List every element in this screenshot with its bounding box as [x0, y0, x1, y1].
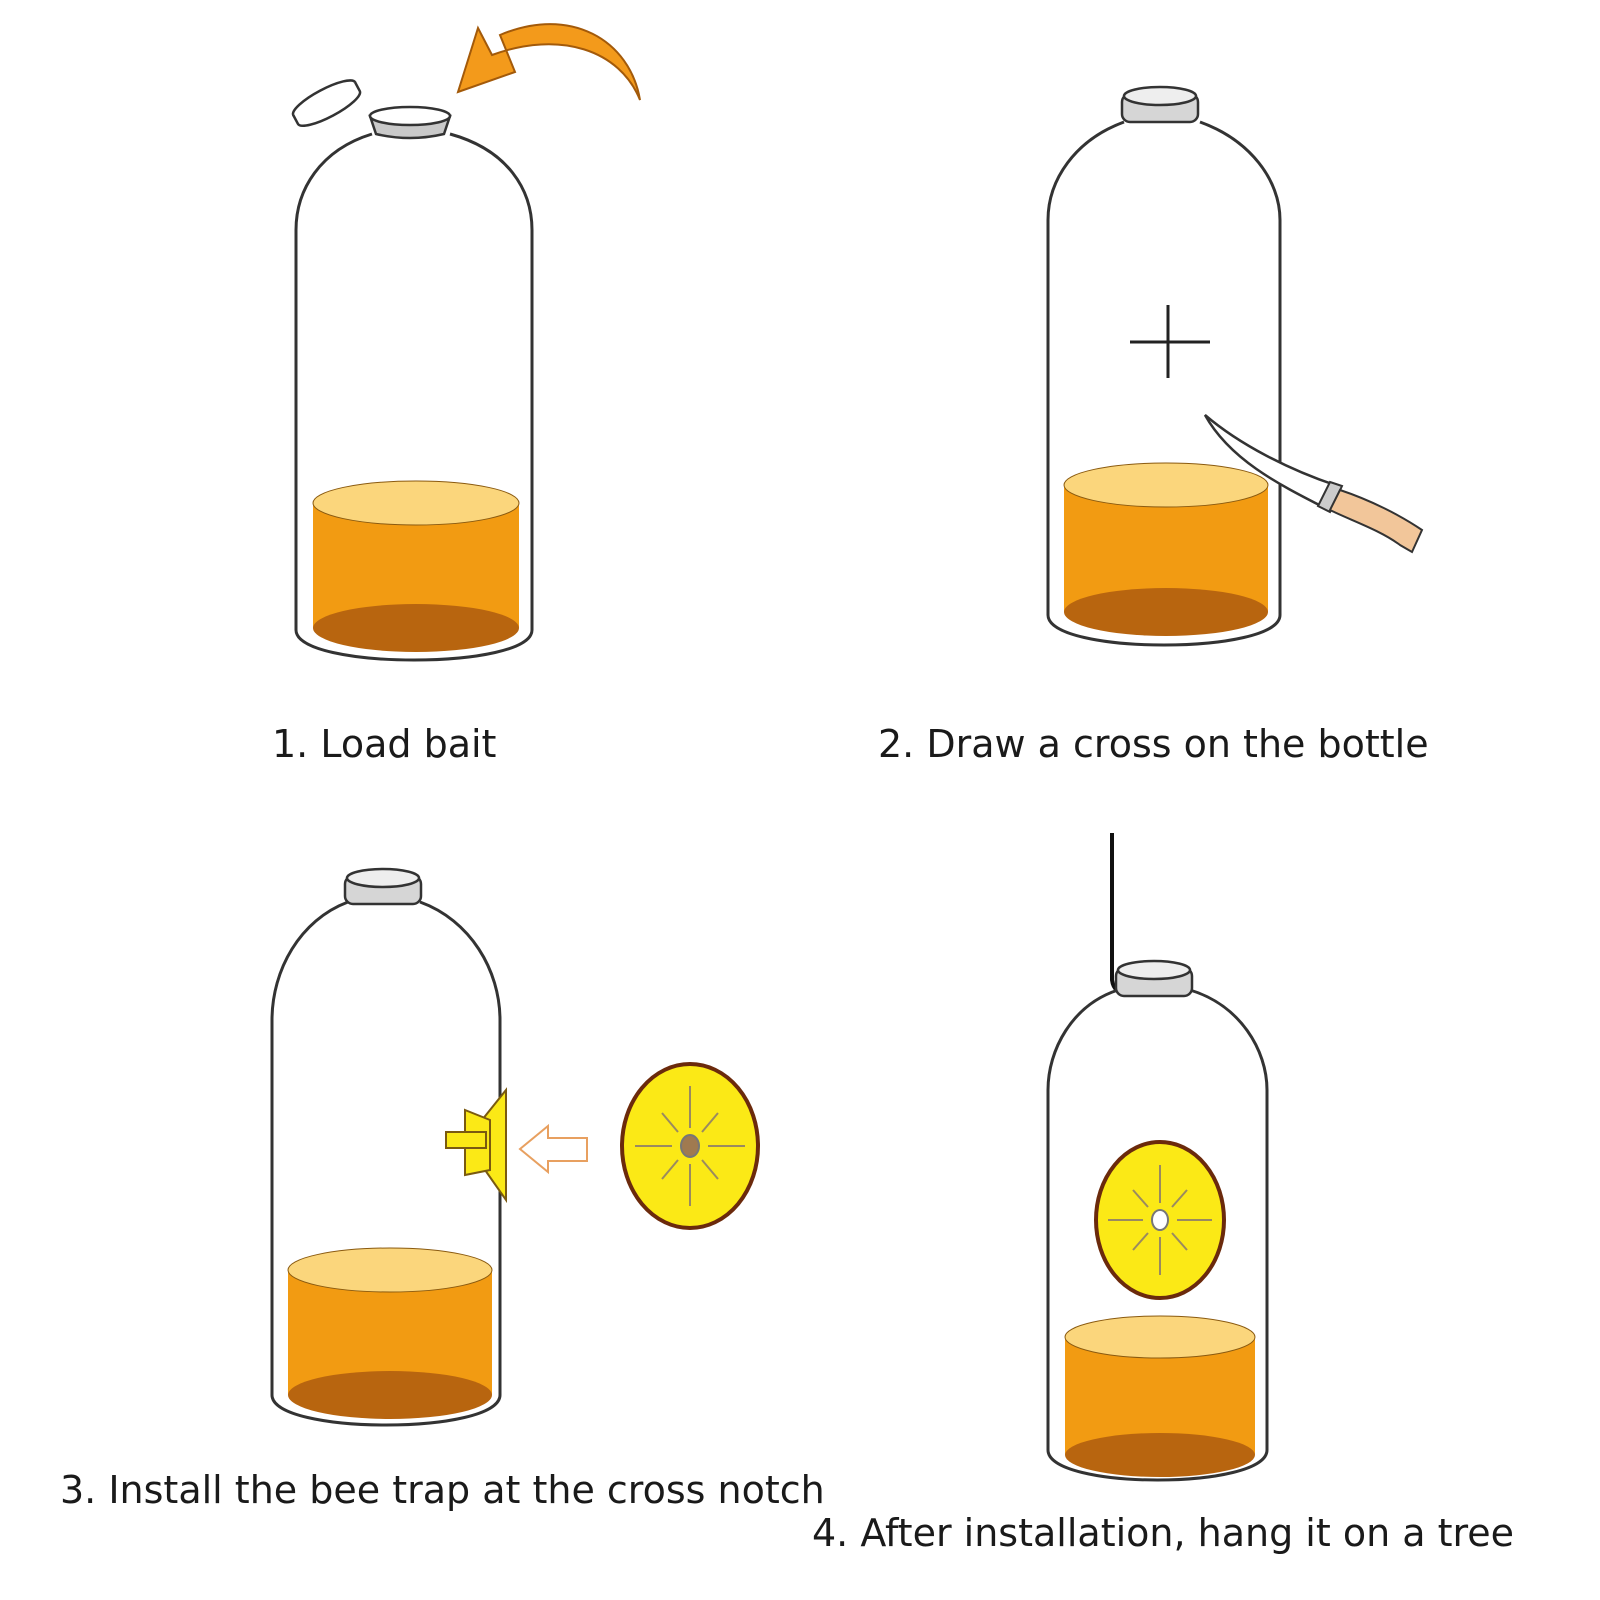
step4-illustration	[1046, 833, 1269, 1482]
curved-arrow-icon	[456, 23, 641, 101]
bait-liquid	[288, 1270, 492, 1395]
cross-mark-icon	[1130, 305, 1210, 378]
bait-surface	[1064, 1315, 1256, 1359]
bait-bottom	[288, 1371, 492, 1419]
bait-liquid	[313, 503, 519, 628]
bottle-cap	[1120, 85, 1200, 124]
bait-bottom	[1065, 1433, 1255, 1477]
step3-label: 3. Install the bee trap at the cross not…	[60, 1468, 825, 1512]
step2-illustration	[1046, 85, 1424, 647]
insert-arrow-icon	[518, 1123, 588, 1175]
bottle-outline	[1046, 120, 1282, 647]
bottle-neck-open	[368, 105, 452, 140]
bottle-cap	[1114, 959, 1194, 998]
step4-label: 4. After installation, hang it on a tree	[812, 1511, 1515, 1555]
bottle-outline	[294, 132, 534, 662]
bait-liquid	[1064, 485, 1268, 612]
step1-illustration	[291, 23, 641, 662]
bee-trap-funnel-installed	[445, 1087, 507, 1204]
bottle-cap	[343, 867, 423, 906]
bait-liquid	[1065, 1337, 1255, 1455]
bait-bottom	[313, 604, 519, 652]
bottle-cap-removed	[291, 79, 362, 128]
bait-surface	[287, 1247, 493, 1293]
knife-icon	[1203, 414, 1424, 554]
bottle-outline	[270, 900, 502, 1427]
bait-bottom	[1064, 588, 1268, 636]
bait-surface	[1063, 462, 1269, 508]
bottle-outline	[1046, 988, 1269, 1482]
bait-surface	[312, 480, 520, 526]
step2-label: 2. Draw a cross on the bottle	[878, 722, 1429, 766]
step3-illustration	[270, 867, 760, 1427]
step1-label: 1. Load bait	[272, 722, 497, 766]
bee-trap-disc	[620, 1062, 760, 1230]
bee-trap-disc-installed	[1094, 1140, 1226, 1300]
